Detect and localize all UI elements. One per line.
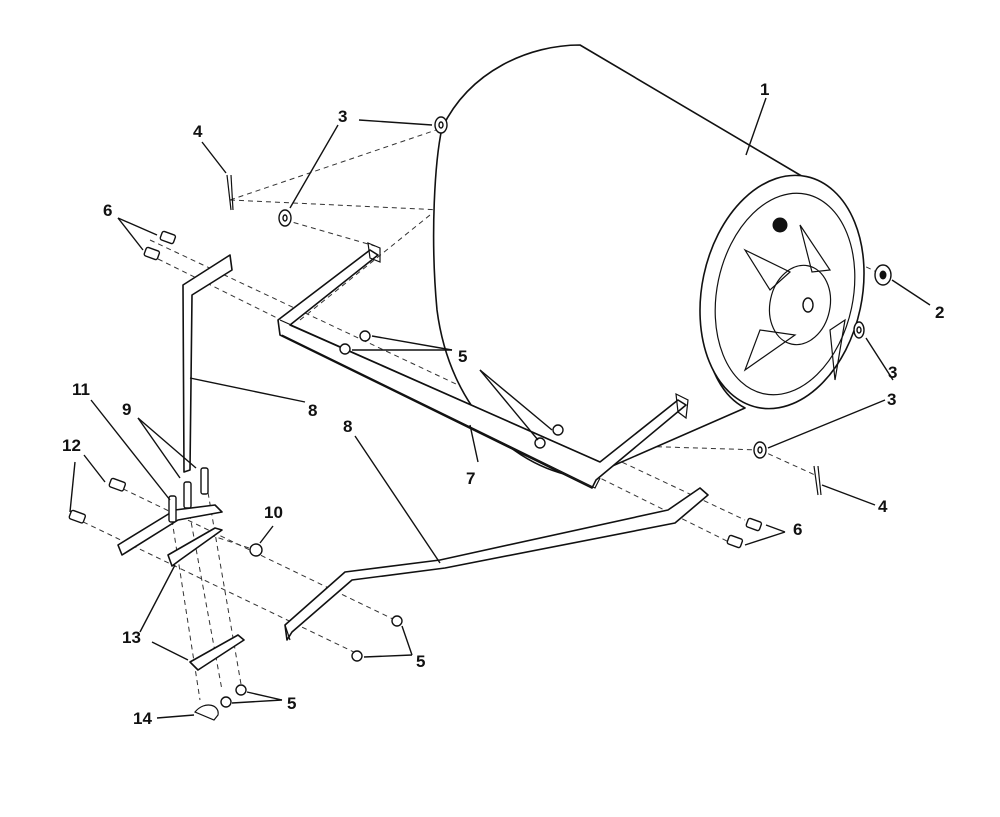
pin-icon [183,481,192,509]
callout-3-right-lower: 3 [887,390,896,409]
washer-icon [434,116,448,134]
callout-4-left: 4 [193,122,203,141]
roller-drum [432,44,865,479]
callout-5-hitch: 5 [287,694,296,713]
washer-icon [753,441,767,459]
bolt-icon [726,534,744,549]
pin-icon [200,467,209,495]
washer-icon [278,209,292,227]
callout-12: 12 [62,436,81,455]
nut-icon [359,330,371,342]
callout-5-towbar: 5 [416,652,425,671]
cotter-pin-icon [226,174,234,211]
callout-14: 14 [133,709,152,728]
callout-11: 11 [72,380,90,399]
callout-labels: 1 2 3 3 3 4 4 5 5 5 5 6 6 7 8 8 9 10 11 … [62,80,944,728]
callout-2: 2 [935,303,944,322]
nut-icon [220,696,232,708]
bolt-icon [745,517,763,532]
callout-9: 9 [122,400,131,419]
callout-8-upright: 8 [308,401,317,420]
nut-icon [235,684,247,696]
bolt-icon [68,509,87,524]
callout-13: 13 [122,628,141,647]
hitch-pin-clip-icon [194,704,219,721]
callout-8-towbar: 8 [343,417,352,436]
hitch-plate-lower [189,634,245,671]
nut-icon [391,615,403,627]
nut-icon [552,424,564,436]
roller-frame [277,242,689,489]
drum-fill-plug-icon [772,217,788,233]
callout-3-top: 3 [338,107,347,126]
callout-6-right: 6 [793,520,802,539]
tow-bar-long [284,487,709,641]
nut-icon [351,650,363,662]
callout-1: 1 [760,80,769,99]
nut-icon [339,343,351,355]
pin-icon [168,495,177,523]
callout-6-left: 6 [103,201,112,220]
leader-lines [69,97,931,719]
bolt-icon [143,246,161,261]
callout-7: 7 [466,469,475,488]
bushing-icon [874,264,892,286]
bolt-icon [159,230,177,245]
callout-4-right: 4 [878,497,888,516]
nut-icon [249,543,263,557]
callout-5-frame: 5 [458,347,467,366]
nut-icon [534,437,546,449]
cotter-pin-icon [813,465,822,496]
callout-10: 10 [264,503,283,522]
hitch-plate-upper [167,527,223,567]
bolt-icon [108,477,127,492]
callout-3-right-upper: 3 [888,363,897,382]
washer-icon [853,321,865,339]
